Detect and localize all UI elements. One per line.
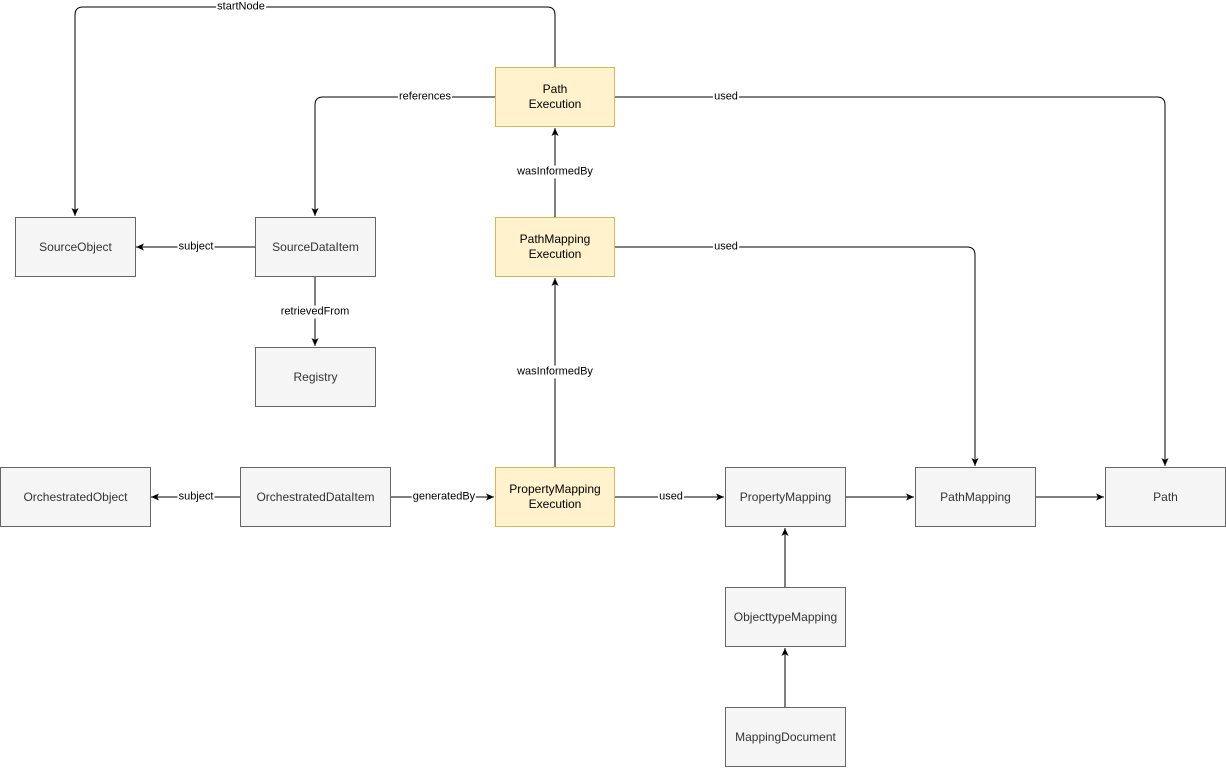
node-path-execution[interactable]: Path Execution bbox=[495, 67, 615, 127]
node-path-mapping-execution[interactable]: PathMapping Execution bbox=[495, 217, 615, 277]
edge-label-was-informed-by-2: wasInformedBy bbox=[516, 365, 594, 379]
edge-label-property-mapping-exec-used: used bbox=[658, 490, 684, 504]
node-label: PathMapping bbox=[940, 489, 1011, 504]
edge-label-subject-orchestrated: subject bbox=[177, 490, 215, 504]
edge-label-references: references bbox=[398, 90, 452, 104]
node-source-object[interactable]: SourceObject bbox=[15, 217, 136, 277]
edge-path-mapping-exec-used bbox=[615, 246, 979, 466]
node-property-mapping[interactable]: PropertyMapping bbox=[725, 467, 846, 527]
node-label: Path bbox=[1153, 489, 1178, 504]
node-label: OrchestratedObject bbox=[23, 489, 128, 504]
node-mapping-document[interactable]: MappingDocument bbox=[725, 707, 846, 767]
node-orchestrated-data-item[interactable]: OrchestratedDataItem bbox=[240, 467, 391, 527]
edge-label-retrieved-from: retrievedFrom bbox=[279, 305, 351, 319]
node-path-mapping[interactable]: PathMapping bbox=[915, 467, 1036, 527]
edge-label-path-exec-used: used bbox=[713, 90, 739, 104]
node-label: SourceObject bbox=[39, 239, 112, 254]
edge-references bbox=[311, 96, 495, 216]
node-source-data-item[interactable]: SourceDataItem bbox=[255, 217, 376, 277]
edge-label-was-informed-by-1: wasInformedBy bbox=[516, 165, 594, 179]
node-label: Path Execution bbox=[528, 82, 582, 111]
edge-start-node bbox=[71, 6, 556, 216]
node-label: PropertyMapping bbox=[739, 489, 832, 504]
node-label: Registry bbox=[293, 369, 338, 384]
node-path[interactable]: Path bbox=[1105, 467, 1226, 527]
node-objecttype-mapping[interactable]: ObjecttypeMapping bbox=[725, 587, 846, 647]
node-label: OrchestratedDataItem bbox=[256, 489, 375, 504]
node-property-mapping-execution[interactable]: PropertyMapping Execution bbox=[495, 467, 615, 527]
edge-label-generated-by: generatedBy bbox=[411, 490, 477, 504]
edge-label-start-node: startNode bbox=[216, 0, 266, 14]
node-label: SourceDataItem bbox=[272, 239, 359, 254]
node-registry[interactable]: Registry bbox=[255, 347, 376, 407]
node-orchestrated-object[interactable]: OrchestratedObject bbox=[0, 467, 151, 527]
node-label: PathMapping Execution bbox=[519, 232, 591, 261]
node-label: MappingDocument bbox=[735, 729, 836, 744]
node-label: PropertyMapping Execution bbox=[509, 482, 601, 511]
node-label: ObjecttypeMapping bbox=[733, 609, 838, 624]
edge-label-subject-source: subject bbox=[177, 240, 215, 254]
edge-path-exec-used bbox=[615, 96, 1169, 466]
edge-label-path-mapping-exec-used: used bbox=[713, 240, 739, 254]
